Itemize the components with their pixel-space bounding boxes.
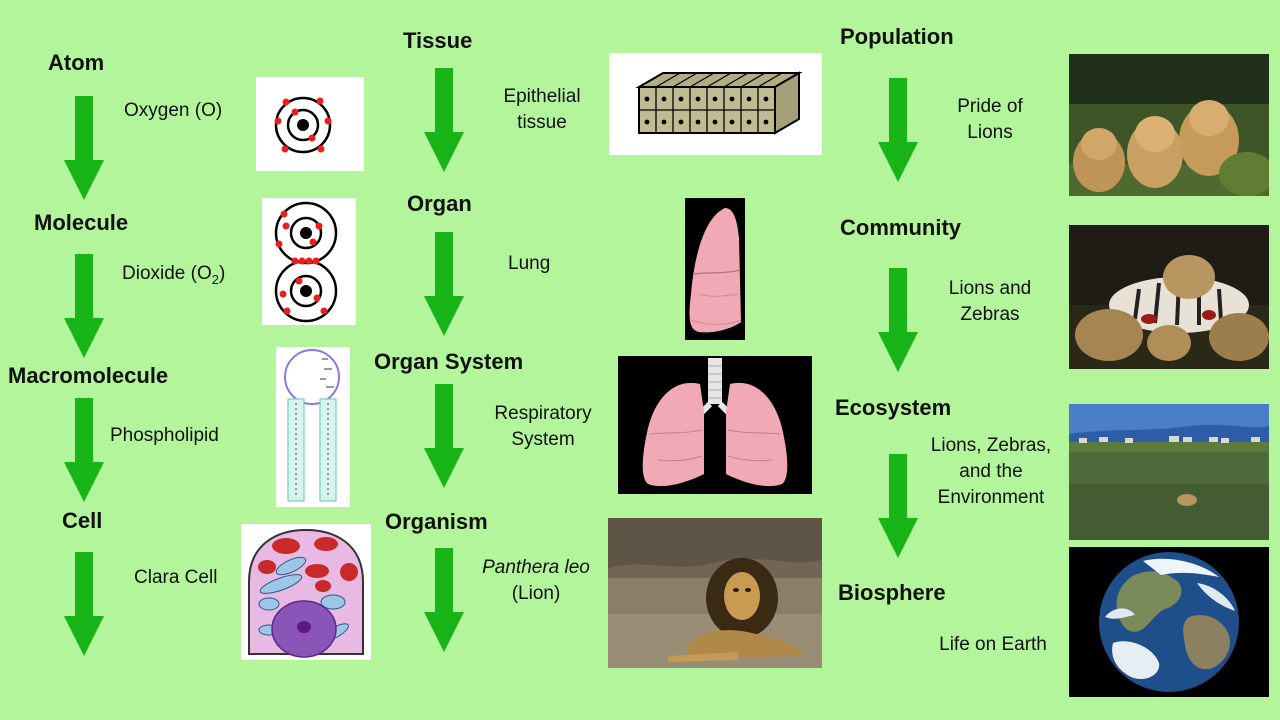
savanna-ecosystem-photo (1069, 404, 1269, 540)
down-arrow-icon (878, 454, 918, 558)
down-arrow-icon (424, 232, 464, 336)
lion-pride-photo (1069, 54, 1269, 196)
molecule-example-label: Dioxide (O2) (122, 263, 226, 287)
level-community-title: Community (840, 215, 961, 240)
level-cell-title: Cell (62, 508, 103, 533)
biosphere-example-label: Life on Earth (939, 634, 1047, 655)
level-biosphere-title: Biosphere (838, 580, 946, 605)
level-macromolecule-title: Macromolecule (8, 363, 169, 388)
organ-example-label: Lung (508, 253, 551, 274)
macromolecule-example-label: Phospholipid (110, 425, 219, 446)
level-organ-title: Organ (407, 191, 472, 216)
down-arrow-icon (878, 78, 918, 182)
phospholipid-icon (276, 347, 350, 507)
level-ecosystem-title: Ecosystem (835, 395, 952, 420)
atom-example-label: Oxygen (O) (124, 100, 223, 121)
level-population-title: Population (840, 24, 954, 49)
level-tissue-title: Tissue (403, 28, 473, 53)
down-arrow-icon (424, 548, 464, 652)
level-organ-system-title: Organ System (374, 349, 524, 374)
organism-example-label: Panthera leo(Lion) (482, 557, 590, 604)
down-arrow-icon (64, 254, 104, 358)
level-organism-title: Organism (385, 509, 488, 534)
oxygen-molecule-icon (262, 198, 356, 325)
oxygen-atom-icon (256, 77, 364, 171)
down-arrow-icon (64, 398, 104, 502)
lions-and-zebras-photo (1069, 225, 1269, 369)
epithelial-tissue-icon (609, 53, 822, 155)
down-arrow-icon (424, 384, 464, 488)
down-arrow-icon (64, 96, 104, 200)
level-atom-title: Atom (48, 50, 105, 75)
down-arrow-icon (64, 552, 104, 656)
lion-photo (608, 518, 822, 668)
cell-example-label: Clara Cell (134, 567, 218, 588)
clara-cell-icon (241, 524, 371, 660)
respiratory-system-icon (618, 356, 812, 494)
earth-globe-photo (1069, 547, 1269, 697)
level-molecule-title: Molecule (34, 210, 129, 235)
down-arrow-icon (424, 68, 464, 172)
lung-icon (685, 198, 745, 340)
down-arrow-icon (878, 268, 918, 372)
